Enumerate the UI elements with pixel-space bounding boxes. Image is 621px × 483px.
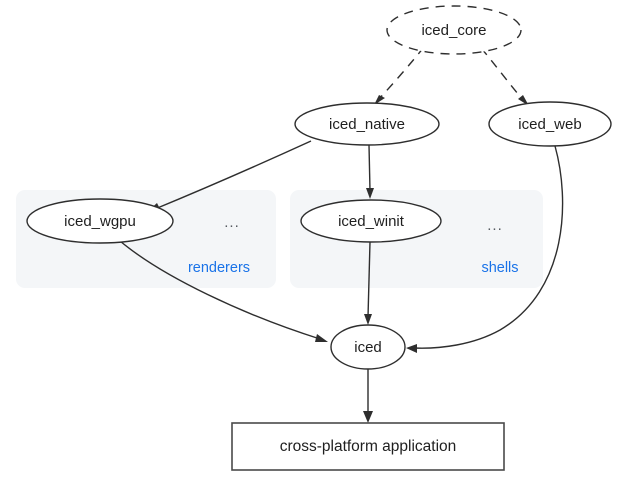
edge-core-to-native-path (377, 46, 425, 101)
edge-web-to-iced-path (413, 145, 564, 349)
edge-web-to-iced (406, 145, 564, 353)
node-application-shape[interactable] (231, 422, 505, 471)
node-iced-winit-label: iced_winit (338, 213, 405, 230)
edge-native-to-winit-path (368, 144, 371, 192)
shells-more-ellipsis: ... (487, 217, 503, 234)
edge-winit-to-iced-path (367, 241, 371, 318)
node-iced-wgpu[interactable]: iced_wgpu (26, 198, 174, 244)
node-iced-core-label: iced_core (421, 22, 486, 39)
node-iced-wgpu-shape[interactable] (26, 198, 174, 244)
node-iced-core-shape[interactable] (386, 5, 522, 55)
node-iced-web-label: iced_web (518, 116, 581, 133)
node-iced-web-shape[interactable] (488, 101, 612, 147)
renderers-more-ellipsis: ... (224, 214, 240, 231)
node-iced-shape[interactable] (330, 324, 406, 370)
node-iced-winit-shape[interactable] (300, 199, 442, 243)
edge-core-to-web (480, 47, 529, 106)
edge-winit-to-iced-arrow (364, 314, 372, 325)
edge-wgpu-to-iced-arrow (315, 334, 328, 342)
edge-iced-to-app-arrow (363, 411, 373, 423)
node-iced-web[interactable]: iced_web (488, 101, 612, 147)
edge-native-to-winit (366, 144, 374, 199)
node-iced-native[interactable]: iced_native (294, 102, 440, 146)
node-iced[interactable]: iced (330, 324, 406, 370)
edge-wgpu-to-iced-path (119, 240, 321, 340)
edge-core-to-native (374, 46, 425, 105)
edge-core-to-web-path (480, 47, 525, 102)
node-iced-label: iced (354, 339, 382, 356)
node-iced-wgpu-label: iced_wgpu (64, 213, 136, 230)
edge-wgpu-to-iced (119, 240, 328, 342)
node-application-label: cross-platform application (280, 438, 457, 455)
edge-winit-to-iced (364, 241, 372, 325)
cluster-renderers-label: renderers (188, 260, 250, 276)
edge-native-to-wgpu-path (154, 140, 312, 210)
edge-iced-to-app (363, 369, 373, 423)
edge-native-to-winit-arrow (366, 188, 374, 199)
cluster-shells-label: shells (481, 260, 518, 276)
node-application[interactable]: cross-platform application (231, 422, 505, 471)
node-iced-core[interactable]: iced_core (386, 5, 522, 55)
node-iced-winit[interactable]: iced_winit (300, 199, 442, 243)
node-iced-native-shape[interactable] (294, 102, 440, 146)
edge-web-to-iced-arrow (406, 344, 417, 353)
node-iced-native-label: iced_native (329, 116, 405, 133)
